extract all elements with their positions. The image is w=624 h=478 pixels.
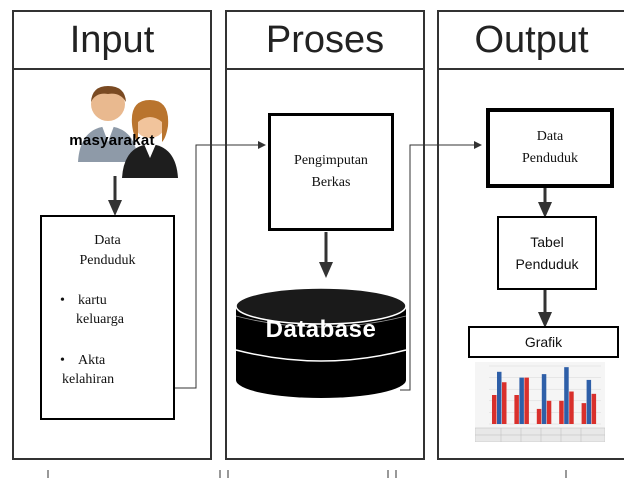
chart-bar [502, 382, 507, 424]
arrow-db-to-output [400, 141, 482, 391]
pengimputan-berkas-box: Pengimputan Berkas [268, 113, 394, 231]
grafik-box: Grafik [468, 326, 619, 358]
chart-bars [492, 367, 597, 424]
chart-bar [586, 379, 592, 424]
data-penduduk-input-box: Data Penduduk •kartu keluarga •Akta kela… [40, 215, 175, 420]
chart-bar [524, 377, 529, 424]
input-item-kartu-keluarga: •kartu keluarga [60, 293, 124, 327]
tabel-penduduk-box: Tabel Penduduk [497, 216, 597, 290]
chart-bar [541, 374, 547, 424]
output-header: Output [437, 10, 624, 70]
input-data-title: Data Penduduk [79, 233, 136, 268]
chart-bar [569, 391, 574, 424]
people-icon [78, 86, 178, 178]
chart-bar [497, 371, 502, 424]
actor-label: masyarakat [69, 132, 155, 149]
chart-bar [546, 400, 552, 424]
chart-bar [536, 408, 542, 424]
grafik-chart [475, 362, 605, 442]
chart-bar [492, 395, 497, 424]
data-penduduk-output-box: Data Penduduk [486, 108, 614, 188]
database-label: Database [265, 316, 377, 343]
input-header: Input [12, 10, 212, 70]
input-item-akta-kelahiran: •Akta kelahiran [60, 353, 115, 387]
arrow-data-to-pengimputan [174, 141, 266, 389]
bullet-icon: • [60, 293, 65, 308]
chart-bar [564, 367, 569, 424]
database-icon [235, 287, 407, 398]
chart-bar [514, 395, 519, 424]
bullet-icon: • [60, 353, 65, 368]
chart-bar [519, 377, 524, 424]
chart-bar [581, 403, 587, 424]
chart-bar [559, 400, 564, 424]
chart-bar [591, 393, 597, 424]
proses-header: Proses [225, 10, 425, 70]
